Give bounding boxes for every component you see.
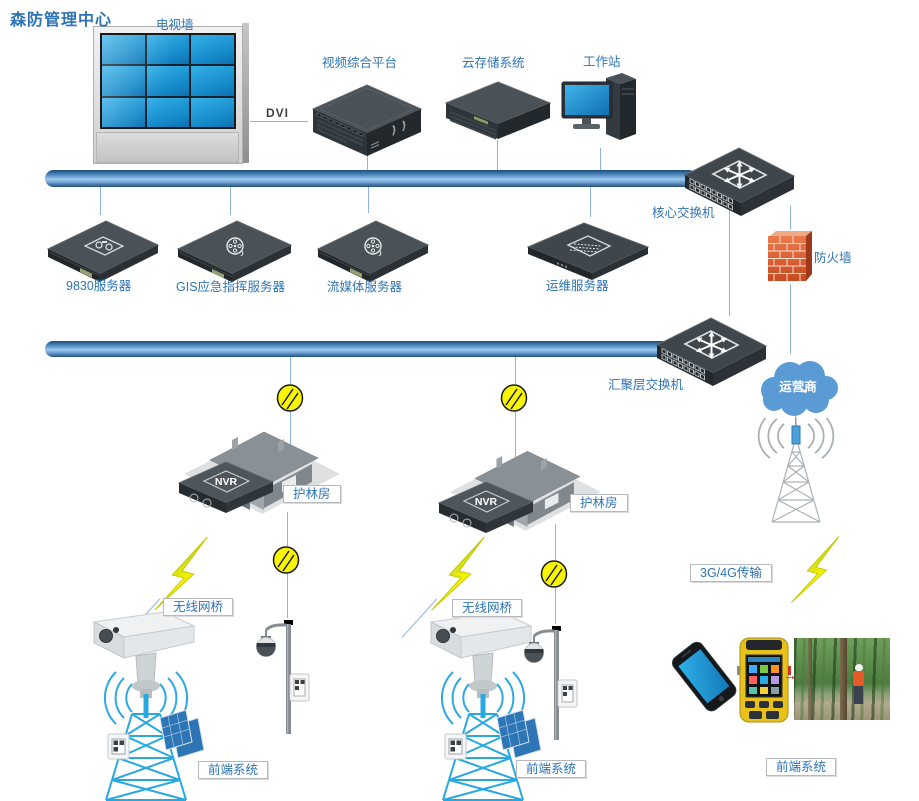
bus-core xyxy=(45,170,697,187)
ptz-tower-cluster-1 xyxy=(92,611,205,801)
label-tv-wall: 电视墙 xyxy=(156,18,194,32)
ptz-tower-cluster-2 xyxy=(429,611,542,801)
lightning-bolt-icon-3 xyxy=(790,536,840,603)
link-coreswitch-aggswitch xyxy=(729,204,730,316)
pole-dome-camera-1 xyxy=(256,620,310,734)
transceiver-icon-3 xyxy=(272,546,300,574)
solar-panel-icon xyxy=(159,709,205,759)
bus-aggregation xyxy=(45,341,670,357)
link-bus2-t2 xyxy=(515,357,516,384)
bts-tower-icon xyxy=(757,418,835,523)
tv-wall-screens xyxy=(100,33,236,129)
tv-wall-side-edge xyxy=(242,22,249,164)
label-server-gis: GIS应急指挥服务器 xyxy=(176,280,286,294)
smartphone-icon xyxy=(671,641,737,712)
link-bus1-server2 xyxy=(230,187,231,215)
pole-dome-camera-2 xyxy=(524,626,578,740)
link-t3-pole1 xyxy=(287,572,288,618)
link-workstation-bus1 xyxy=(600,148,601,171)
link-house2-t4 xyxy=(555,524,556,560)
label-server-media: 流媒体服务器 xyxy=(327,280,403,294)
label-frontend-1: 前端系统 xyxy=(198,761,269,779)
nvr-device-1: NVR xyxy=(177,461,275,513)
tv-wall xyxy=(93,22,249,164)
label-carrier: 运营商 xyxy=(779,380,817,394)
label-dvi: DVI xyxy=(266,106,290,120)
aggregation-switch-device xyxy=(655,317,768,386)
link-dvi xyxy=(250,121,308,122)
pole-cabinet-icon xyxy=(289,673,310,702)
solar-panel-icon xyxy=(496,709,542,759)
label-server-9830: 9830服务器 xyxy=(66,279,132,293)
link-t4-pole2 xyxy=(555,587,556,624)
ranger-person xyxy=(852,664,866,708)
link-t1-house1 xyxy=(290,412,291,460)
nvr-label: NVR xyxy=(215,476,238,488)
transceiver-icon-2 xyxy=(500,384,528,412)
red-arrow-icon: → xyxy=(783,667,797,683)
server-9830-device xyxy=(46,220,160,282)
cloud-storage-device xyxy=(444,81,552,140)
label-server-ops: 运维服务器 xyxy=(546,279,609,293)
carrier-cloud-icon xyxy=(761,361,838,416)
link-house1-t3 xyxy=(287,512,288,546)
page-title: 森防管理中心 xyxy=(10,12,113,29)
transceiver-icon-1 xyxy=(276,384,304,412)
label-cloud-storage: 云存储系统 xyxy=(462,56,525,70)
link-firewall-cloud xyxy=(790,284,791,354)
label-agg-switch: 汇聚层交换机 xyxy=(608,378,684,392)
link-videoplatform-bus1 xyxy=(367,152,368,171)
nvr-device-2: NVR xyxy=(437,481,535,533)
core-switch-device xyxy=(683,147,796,216)
label-video-platform: 视频综合平台 xyxy=(322,56,398,70)
link-bus1-serverops xyxy=(590,187,591,217)
label-frontend-3: 前端系统 xyxy=(766,758,837,776)
ranger-photo xyxy=(794,638,890,720)
server-ops-device xyxy=(526,222,650,280)
transceiver-icon-4 xyxy=(540,560,568,588)
field-cabinet-icon xyxy=(444,733,467,760)
nvr-label: NVR xyxy=(475,496,498,508)
label-3g4g: 3G/4G传输 xyxy=(690,564,772,582)
label-core-switch: 核心交换机 xyxy=(652,206,715,220)
link-coreswitch-firewall xyxy=(790,206,791,230)
link-bus2-t1 xyxy=(290,357,291,384)
field-cabinet-icon xyxy=(107,733,130,760)
rugged-handheld-icon xyxy=(737,637,791,723)
link-t2-house2 xyxy=(515,412,516,478)
pole-cabinet-icon xyxy=(557,679,578,708)
lightning-bolt-icon-1 xyxy=(154,536,208,611)
label-frontend-2: 前端系统 xyxy=(516,760,587,778)
label-wireless-bridge-1: 无线网桥 xyxy=(163,598,234,616)
label-ranger-house-2: 护林房 xyxy=(570,494,628,512)
link-bus1-server3 xyxy=(368,187,369,213)
video-platform-device xyxy=(311,84,423,156)
label-ranger-house-1: 护林房 xyxy=(283,485,341,503)
workstation-device xyxy=(561,73,636,140)
server-media-device xyxy=(316,220,430,282)
safety-vest-icon xyxy=(853,671,864,686)
label-firewall: 防火墙 xyxy=(814,251,852,265)
lightning-bolt-icon-2 xyxy=(431,536,485,611)
helmet-icon xyxy=(855,664,863,671)
label-wireless-bridge-2: 无线网桥 xyxy=(452,599,523,617)
server-gis-device xyxy=(176,220,293,282)
link-bus1-server1 xyxy=(100,187,101,215)
firewall-device xyxy=(768,231,812,281)
label-workstation: 工作站 xyxy=(583,55,621,69)
link-cloudstorage-bus1 xyxy=(497,140,498,171)
tv-wall-base xyxy=(96,132,239,163)
